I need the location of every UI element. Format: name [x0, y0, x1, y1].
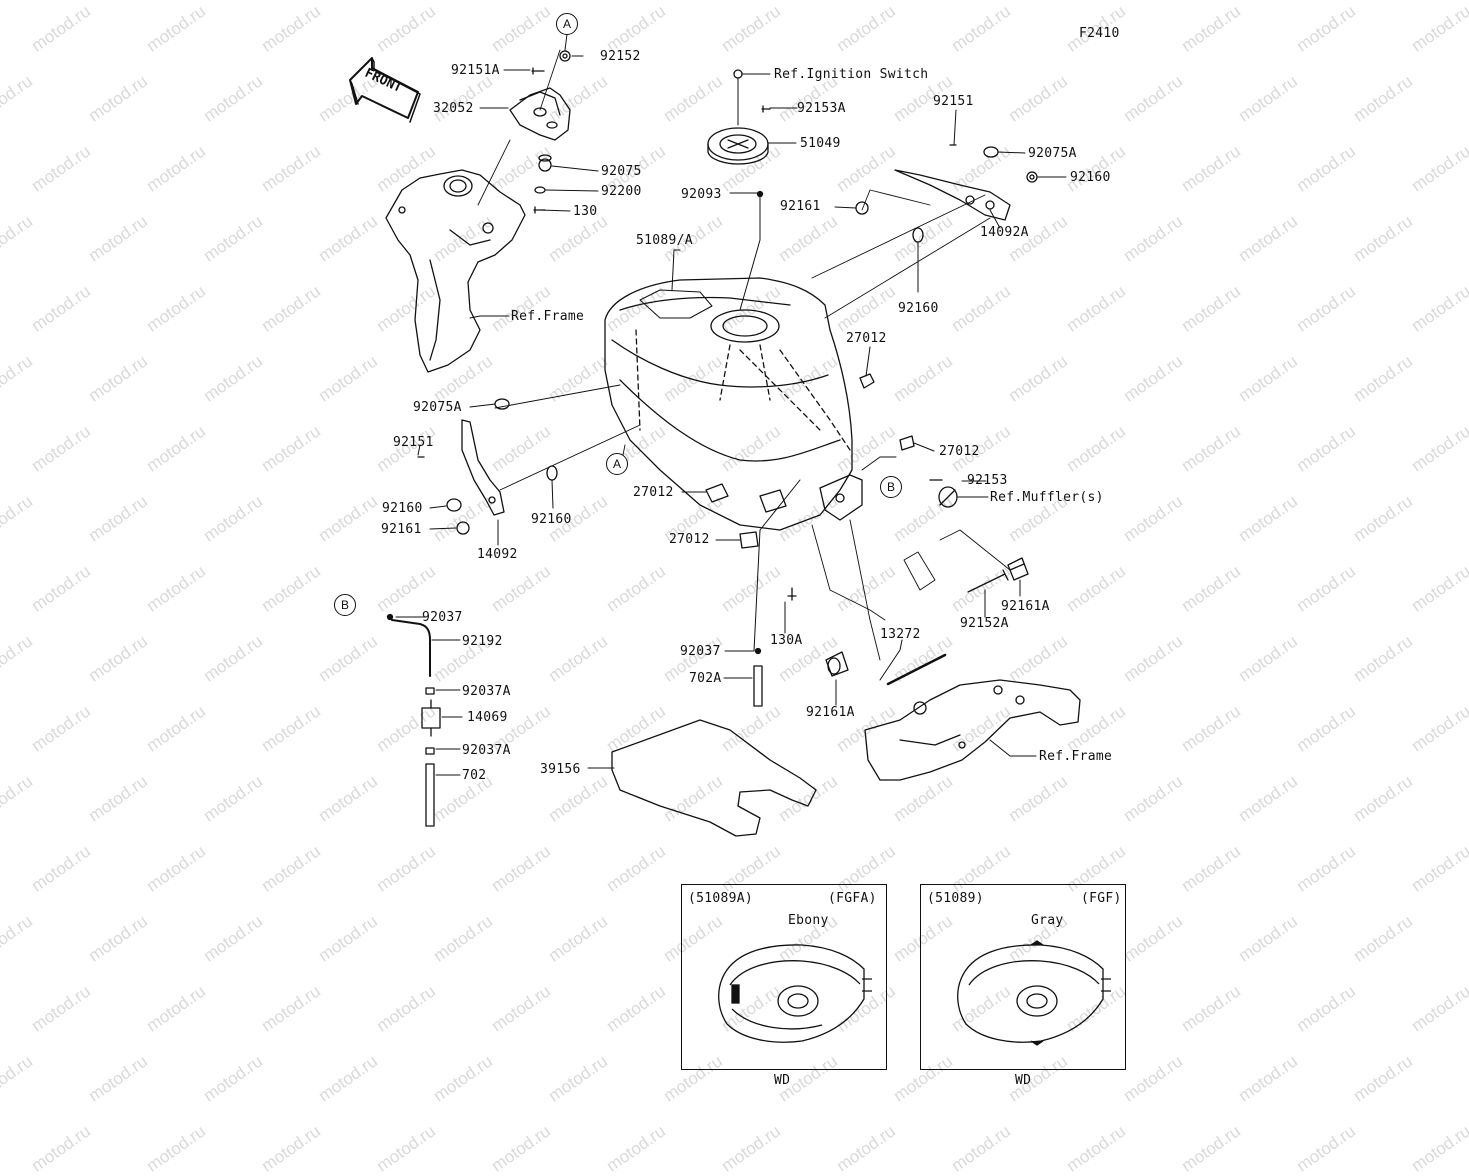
front-arrow-icon	[349, 57, 421, 123]
part-92152A: 92152A	[960, 616, 1009, 631]
inset-gray: (51089) (FGF) Gray WD	[920, 884, 1126, 1088]
ref-mark-b-left: B	[334, 594, 356, 616]
ref-frame-top: Ref.Frame	[511, 309, 585, 324]
part-27012-left: 27012	[633, 485, 674, 500]
inset-ebony-part: (51089A)	[688, 891, 754, 906]
bracket-32052-icon	[509, 87, 571, 141]
part-92075A-right: 92075A	[1028, 146, 1077, 161]
part-92192: 92192	[462, 634, 503, 649]
part-92037-mid: 92037	[680, 644, 721, 659]
inset-ebony: (51089A) (FGFA) Ebony WD	[681, 884, 887, 1088]
watermark-text: motod.ru	[142, 1121, 209, 1176]
ref-mark-a-top: A	[556, 13, 578, 35]
part-92075A-left: 92075A	[413, 400, 462, 415]
muffler-clip-icon	[938, 486, 958, 508]
pad-icons	[705, 373, 915, 549]
part-92153: 92153	[967, 473, 1008, 488]
part-702A: 702A	[689, 671, 722, 686]
part-27012-mid: 27012	[939, 444, 980, 459]
watermark-text: motod.ru	[27, 1121, 94, 1176]
watermark-text: motod.ru	[1292, 1121, 1359, 1176]
part-13272: 13272	[880, 627, 921, 642]
part-51049: 51049	[800, 136, 841, 151]
part-92151A: 92151A	[451, 63, 500, 78]
ref-mark-b-right: B	[880, 476, 902, 498]
inset-gray-color: Gray	[1031, 913, 1064, 928]
bushing-92161A-bottom-icon	[825, 651, 849, 677]
ref-frame-bottom: Ref.Frame	[1039, 749, 1113, 764]
bushing-92161A-right-icon	[1007, 557, 1029, 581]
inset-gray-note: WD	[1015, 1073, 1032, 1088]
part-92161-right: 92161	[780, 199, 821, 214]
part-92152: 92152	[600, 49, 641, 64]
part-92151-left: 92151	[393, 435, 434, 450]
part-32052: 32052	[433, 101, 474, 116]
hose-assembly-icon	[386, 613, 441, 827]
watermark-text: motod.ru	[1177, 1121, 1244, 1176]
fuel-cap-icon	[707, 127, 769, 165]
watermark-text: motod.ru	[1407, 1121, 1469, 1176]
ref-mufflers: Ref.Muffler(s)	[990, 490, 1104, 505]
leader-lines	[395, 33, 1067, 776]
part-92160-left: 92160	[382, 501, 423, 516]
part-14092A: 14092A	[980, 225, 1029, 240]
frame-headstock-icon	[385, 169, 526, 373]
part-92037A-1: 92037A	[462, 684, 511, 699]
watermark-text: motod.ru	[717, 1121, 784, 1176]
part-130: 130	[573, 204, 598, 219]
inset-ebony-color: Ebony	[788, 913, 829, 928]
part-27012-bottom: 27012	[669, 532, 710, 547]
tank-ebony-icon	[718, 944, 872, 1043]
part-92160-left2: 92160	[531, 512, 572, 527]
part-14069: 14069	[467, 710, 508, 725]
inset-gray-code: (FGF)	[1081, 891, 1122, 906]
watermark-text: motod.ru	[602, 1121, 669, 1176]
part-27012-right: 27012	[846, 331, 887, 346]
ref-ignition-switch: Ref.Ignition Switch	[774, 67, 929, 82]
watermark-text: motod.ru	[487, 1121, 554, 1176]
bolt-icons	[417, 50, 1038, 535]
part-92161A-bottom: 92161A	[806, 705, 855, 720]
front-arrow-label: FRONT	[362, 66, 404, 96]
part-92037A-2: 92037A	[462, 743, 511, 758]
bracket-14092-icon	[461, 419, 505, 516]
part-92151-right: 92151	[933, 94, 974, 109]
fuel-tank-icon	[604, 277, 853, 531]
inset-ebony-code: (FGFA)	[828, 891, 877, 906]
part-92037-left: 92037	[422, 610, 463, 625]
part-92075: 92075	[601, 164, 642, 179]
tank-gray-icon	[957, 940, 1111, 1046]
watermark-text: motod.ru	[947, 1121, 1014, 1176]
rod-13272-icon	[886, 653, 947, 686]
part-702: 702	[462, 768, 487, 783]
figure-code: F2410	[1079, 26, 1120, 41]
inset-gray-part: (51089)	[927, 891, 984, 906]
part-51089A: 51089/A	[636, 233, 693, 248]
parts-diagram: FRONT	[349, 33, 1081, 837]
drain-hose-center-icon	[753, 587, 797, 707]
rear-frame-icon	[864, 679, 1081, 781]
part-92200: 92200	[601, 184, 642, 199]
part-92153A: 92153A	[797, 101, 846, 116]
part-92160-mid: 92160	[898, 301, 939, 316]
ref-mark-a-center: A	[606, 453, 628, 475]
watermark-text: motod.ru	[1062, 1121, 1129, 1176]
bracket-right-icon	[819, 474, 863, 521]
part-92161A-right: 92161A	[1001, 599, 1050, 614]
inset-ebony-note: WD	[774, 1073, 791, 1088]
part-92160-right: 92160	[1070, 170, 1111, 185]
assembly-lines	[477, 49, 1011, 661]
watermark-text: motod.ru	[832, 1121, 899, 1176]
watermark-text: motod.ru	[257, 1121, 324, 1176]
bracket-14092A-icon	[894, 169, 1011, 221]
part-130A: 130A	[770, 633, 803, 648]
part-39156: 39156	[540, 762, 581, 777]
seal-39156-icon	[611, 719, 817, 837]
part-92093: 92093	[681, 187, 722, 202]
part-14092: 14092	[477, 547, 518, 562]
bolt-92152A-icon	[967, 569, 1009, 593]
part-92161-left: 92161	[381, 522, 422, 537]
watermark-text: motod.ru	[372, 1121, 439, 1176]
